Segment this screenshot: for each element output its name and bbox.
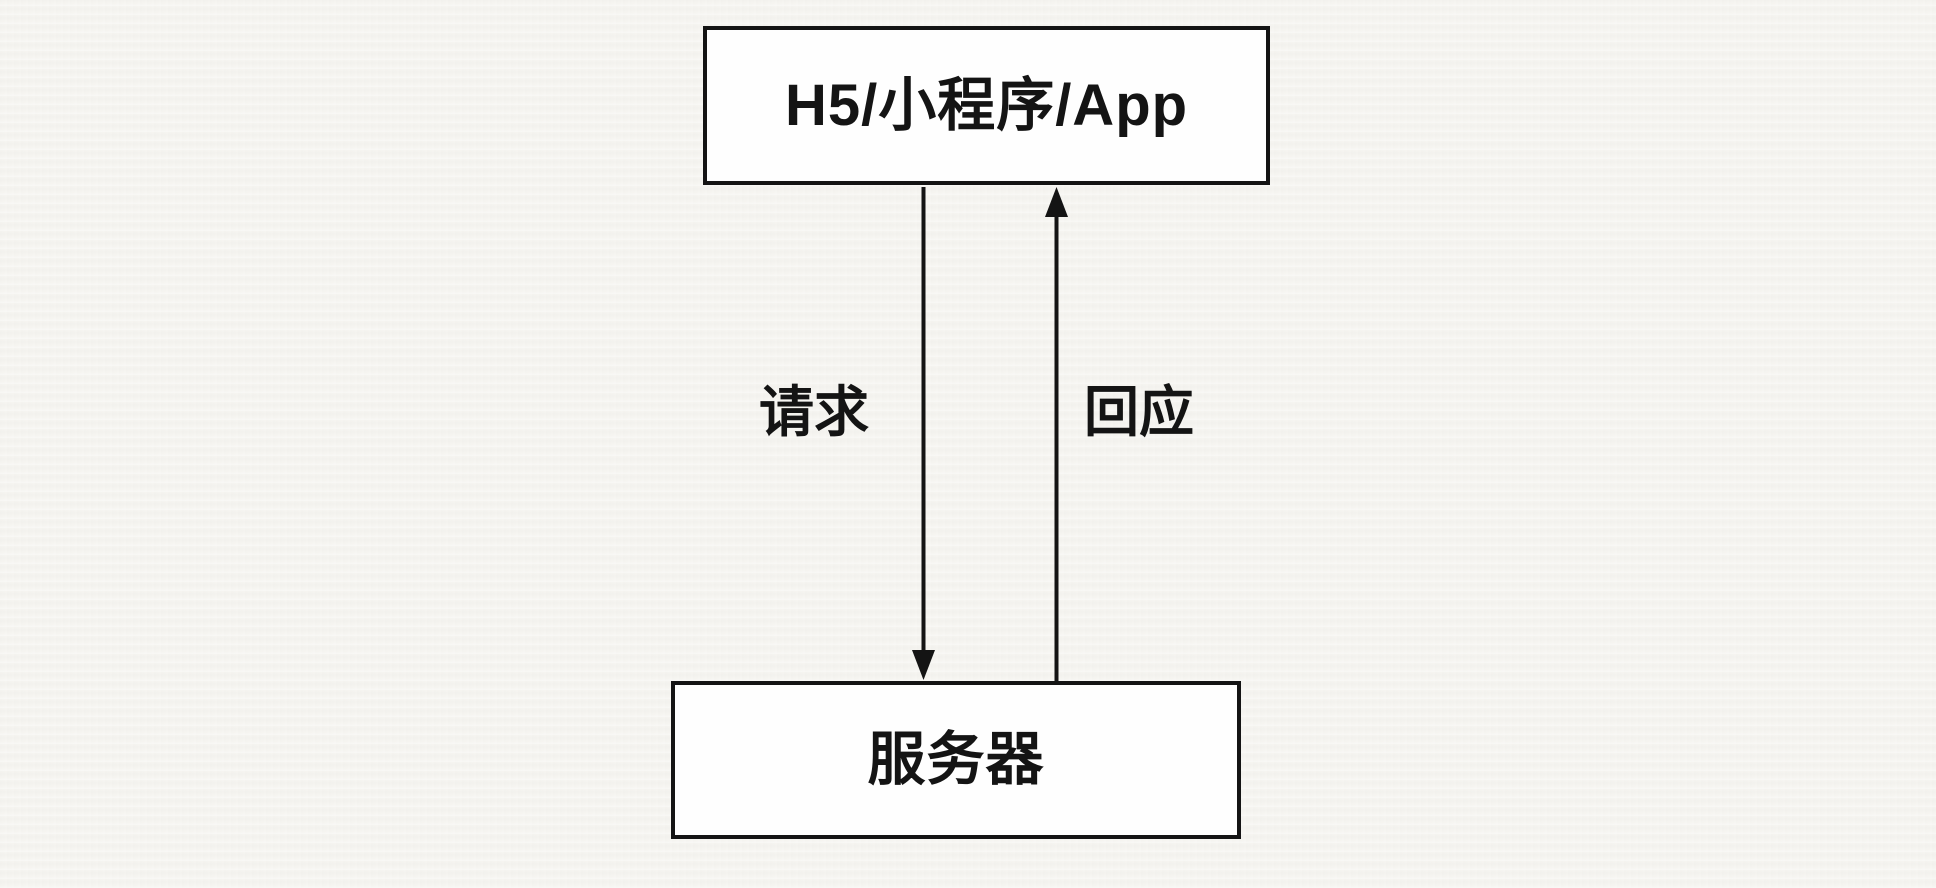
server-node-label: 服务器 <box>867 727 1045 792</box>
response-arrow <box>1045 187 1068 683</box>
client-node: H5/小程序/App <box>703 26 1270 185</box>
server-node: 服务器 <box>671 681 1241 839</box>
response-label: 回应 <box>1083 381 1194 443</box>
request-label: 请求 <box>758 381 869 443</box>
request-arrowhead <box>912 650 935 680</box>
request-arrow <box>912 187 935 680</box>
client-node-label: H5/小程序/App <box>784 72 1189 138</box>
response-arrowhead <box>1045 187 1068 217</box>
